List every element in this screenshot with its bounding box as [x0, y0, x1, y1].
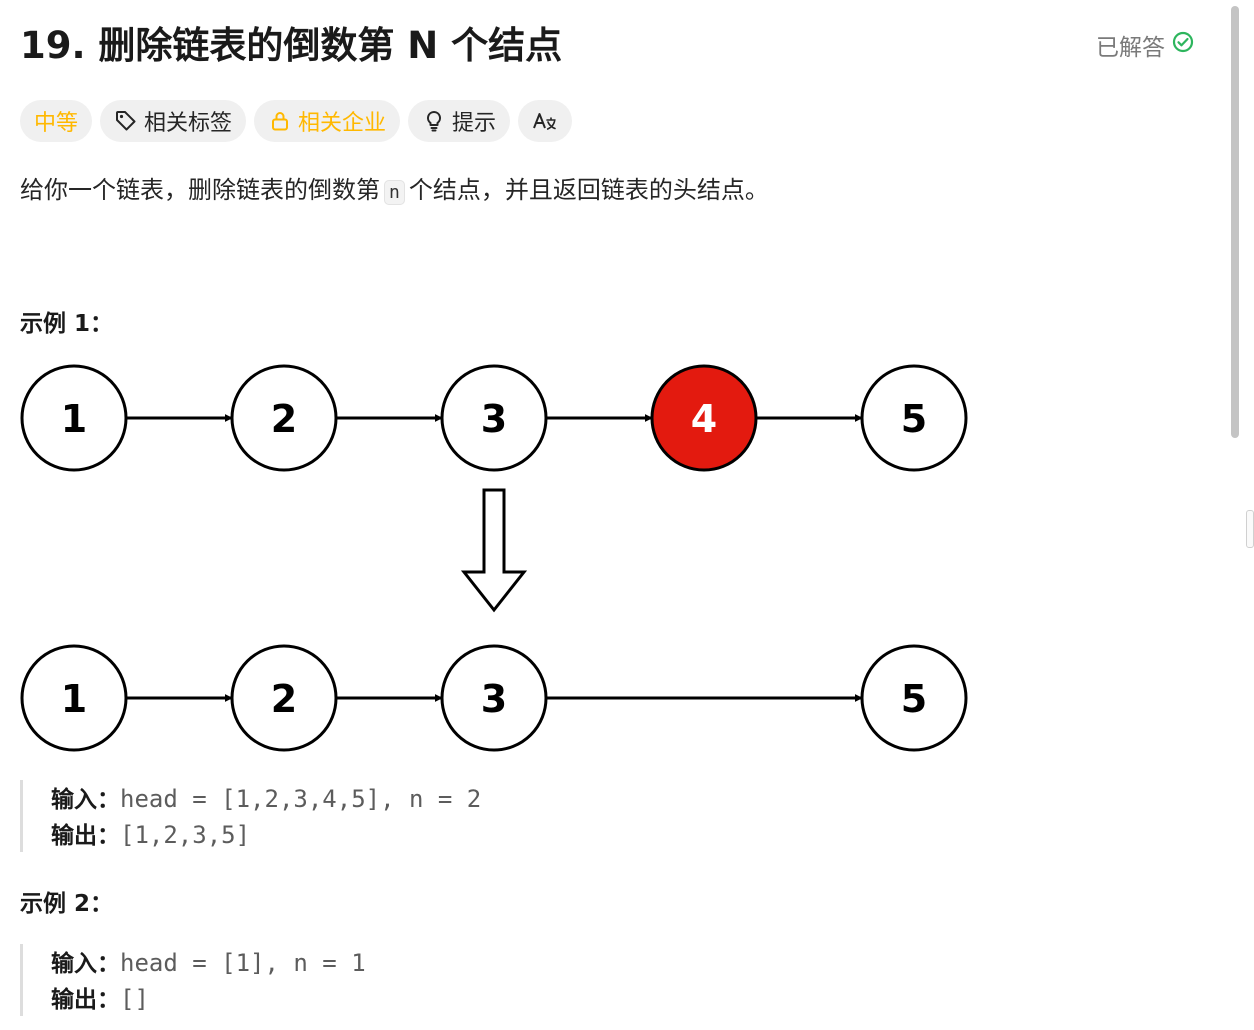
node-value: 3 [481, 677, 507, 721]
list-node-1: 1 [20, 364, 128, 472]
node-value: 1 [61, 677, 87, 721]
output-value: [1,2,3,5] [120, 821, 251, 849]
node-value: 2 [271, 677, 297, 721]
related-tags-label: 相关标签 [144, 111, 233, 136]
related-companies-button[interactable]: 相关企业 [254, 100, 401, 142]
example-2-heading: 示例 2： [20, 891, 114, 917]
example-2-io-block: 输入：head = [1], n = 1 输出：[] [20, 944, 366, 1016]
input-label: 输入： [51, 951, 120, 977]
example-1-io-block: 输入：head = [1,2,3,4,5], n = 2 输出：[1,2,3,5… [20, 780, 481, 852]
translate-button[interactable] [518, 100, 573, 142]
node-circle [440, 644, 548, 752]
node-circle [230, 644, 338, 752]
solved-label: 已解答 [1096, 35, 1165, 61]
list-node-3: 3 [440, 364, 548, 472]
description-text-1: 给你一个链表，删除链表的倒数第 [20, 176, 380, 204]
output-label: 输出： [51, 987, 120, 1013]
node-circle [860, 644, 968, 752]
node-value: 3 [481, 397, 507, 441]
input-label: 输入： [51, 787, 120, 813]
description-text-2: 个结点，并且返回链表的头结点。 [408, 176, 769, 204]
node-value: 1 [61, 397, 87, 441]
example-1-diagram: 1 2 3 4 5 1 2 3 5 [20, 364, 968, 752]
input-value: head = [1], n = 1 [120, 949, 366, 977]
output-value: [] [120, 985, 149, 1013]
input-value: head = [1,2,3,4,5], n = 2 [120, 785, 482, 813]
transform-down-arrow [460, 488, 528, 613]
node-circle [650, 364, 758, 472]
node-circle [440, 364, 548, 472]
difficulty-label: 中等 [34, 111, 79, 136]
check-circle-icon [1171, 30, 1195, 60]
inline-code-n: n [384, 180, 405, 205]
node-value: 4 [691, 397, 717, 441]
result-node-5: 5 [860, 644, 968, 752]
lightbulb-icon [422, 109, 446, 133]
panel-resize-handle[interactable] [1246, 510, 1254, 548]
solved-status: 已解答 [1096, 28, 1195, 62]
list-node-4: 4 [650, 364, 758, 472]
lock-icon [268, 109, 292, 133]
node-circle [860, 364, 968, 472]
hint-button[interactable]: 提示 [408, 100, 511, 142]
related-tags-button[interactable]: 相关标签 [100, 100, 247, 142]
tag-icon [114, 109, 138, 133]
list-node-5: 5 [860, 364, 968, 472]
problem-title: 19. 删除链表的倒数第 N 个结点 [20, 24, 563, 67]
top-row-nodes: 1 2 3 4 5 [20, 364, 968, 472]
result-node-2: 2 [230, 644, 338, 752]
scrollbar-thumb[interactable] [1231, 6, 1239, 438]
bottom-row-nodes: 1 2 3 5 [20, 644, 968, 752]
node-value: 5 [901, 397, 927, 441]
example-1-heading: 示例 1： [20, 311, 114, 337]
result-node-3: 3 [440, 644, 548, 752]
tag-bar: 中等 相关标签 相关企业 提示 [20, 100, 573, 142]
related-companies-label: 相关企业 [298, 111, 387, 136]
difficulty-badge: 中等 [20, 100, 93, 142]
node-circle [230, 364, 338, 472]
translate-icon [532, 109, 558, 133]
node-value: 5 [901, 677, 927, 721]
node-circle [20, 644, 128, 752]
output-label: 输出： [51, 823, 120, 849]
list-node-2: 2 [230, 364, 338, 472]
result-node-1: 1 [20, 644, 128, 752]
node-value: 2 [271, 397, 297, 441]
node-circle [20, 364, 128, 472]
hint-label: 提示 [452, 111, 497, 136]
